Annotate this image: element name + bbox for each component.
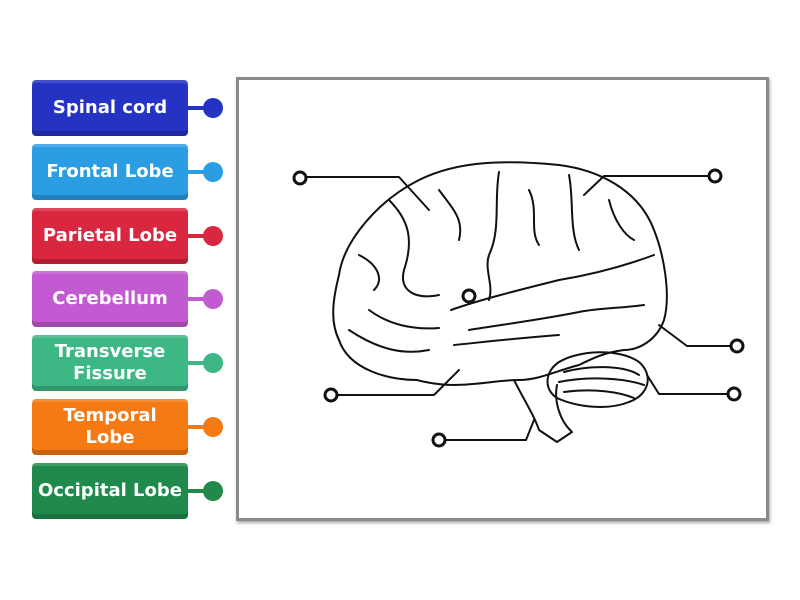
brain-diagram — [292, 161, 745, 448]
connector-line — [188, 361, 206, 365]
cerebellum-outline — [546, 351, 649, 408]
label-text: Cerebellum — [52, 288, 168, 309]
leader-line — [646, 374, 735, 395]
connector-line — [188, 234, 206, 238]
brain-outline — [332, 161, 668, 386]
diagram-board — [236, 77, 769, 521]
drag-handle-dot[interactable] — [203, 481, 223, 501]
connector-line — [188, 297, 206, 301]
label-tile-cerebellum[interactable]: Cerebellum — [32, 271, 188, 327]
drag-handle-dot[interactable] — [203, 226, 223, 246]
label-text: Occipital Lobe — [38, 480, 182, 501]
leader-line — [300, 176, 430, 211]
drag-handle-dot[interactable] — [203, 289, 223, 309]
drag-handle-dot[interactable] — [203, 353, 223, 373]
drop-target-right-middle[interactable] — [729, 338, 745, 354]
label-text: Temporal Lobe — [63, 405, 157, 448]
label-text: Parietal Lobe — [42, 225, 178, 246]
connector-line — [188, 489, 206, 493]
label-tile-temporal-lobe[interactable]: Temporal Lobe — [32, 399, 188, 455]
label-text: Spinal cord — [52, 97, 168, 118]
drop-target-bottom-center[interactable] — [431, 432, 447, 448]
label-text: Frontal Lobe — [46, 161, 174, 182]
label-tile-occipital-lobe[interactable]: Occipital Lobe — [32, 463, 188, 519]
leader-line — [658, 324, 738, 347]
label-tile-spinal-cord[interactable]: Spinal cord — [32, 80, 188, 136]
brainstem-outline — [513, 379, 573, 443]
connector-line — [188, 425, 206, 429]
label-tile-parietal-lobe[interactable]: Parietal Lobe — [32, 208, 188, 264]
label-tile-frontal-lobe[interactable]: Frontal Lobe — [32, 144, 188, 200]
drag-handle-dot[interactable] — [203, 162, 223, 182]
leader-line — [438, 419, 535, 441]
drop-target-bottom-right[interactable] — [726, 386, 742, 402]
connector-line — [188, 106, 206, 110]
drag-handle-dot[interactable] — [203, 98, 223, 118]
label-tile-transverse-fissure[interactable]: Transverse Fissure — [32, 335, 188, 391]
leader-line — [583, 175, 716, 196]
label-text: Transverse Fissure — [54, 341, 166, 384]
drop-target-top-left[interactable] — [292, 170, 308, 186]
connector-line — [188, 170, 206, 174]
drop-target-center[interactable] — [461, 288, 477, 304]
drop-target-bottom-left[interactable] — [323, 387, 339, 403]
drag-handle-dot[interactable] — [203, 417, 223, 437]
leader-line — [330, 369, 460, 396]
drop-target-top-right[interactable] — [707, 168, 723, 184]
